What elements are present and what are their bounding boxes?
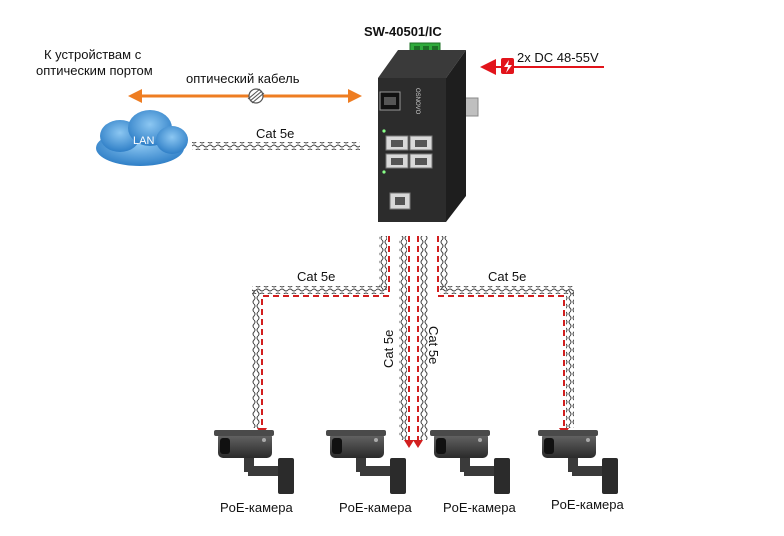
power-label: 2x DC 48-55V — [517, 50, 599, 65]
poe-cable-label-1: Cat 5e — [297, 269, 336, 284]
camera-icon-2 — [326, 430, 406, 494]
poe-cable-4 — [437, 236, 574, 436]
lan-cloud-label: LAN — [133, 135, 155, 147]
fiber-target-label-2: оптическим портом — [36, 63, 153, 78]
camera-label-1: PoE-камера — [220, 500, 293, 515]
poe-cable-2 — [399, 236, 414, 448]
cameras — [214, 430, 618, 494]
poe-cable-label-3: Cat 5e — [426, 326, 441, 365]
switch-brand-label: OSNOVO — [414, 88, 420, 115]
rj45-ports — [385, 135, 433, 210]
poe-cable-label-2: Cat 5e — [381, 329, 396, 368]
camera-label-3: PoE-камера — [443, 500, 516, 515]
camera-icon-3 — [430, 430, 510, 494]
camera-label-2: PoE-камера — [339, 500, 412, 515]
lan-cloud-icon — [96, 110, 188, 166]
switch-device — [378, 42, 479, 222]
power-line — [480, 58, 604, 75]
camera-label-4: PoE-камера — [551, 497, 624, 512]
fiber-target-label-1: К устройствам с — [44, 47, 142, 62]
fiber-connector-icon — [247, 88, 265, 104]
fiber-cable — [128, 88, 362, 104]
poe-cables — [252, 236, 574, 448]
lightning-icon — [501, 58, 514, 74]
camera-icon-4 — [538, 430, 618, 494]
fiber-cable-label: оптический кабель — [186, 71, 300, 86]
camera-icon-1 — [214, 430, 294, 494]
lan-cable — [192, 142, 360, 150]
poe-cable-3 — [413, 236, 428, 448]
lan-cable-label: Cat 5e — [256, 126, 295, 141]
poe-cable-label-4: Cat 5e — [488, 269, 527, 284]
switch-model-title: SW-40501/IC — [364, 24, 442, 39]
poe-cable-1 — [252, 236, 390, 436]
